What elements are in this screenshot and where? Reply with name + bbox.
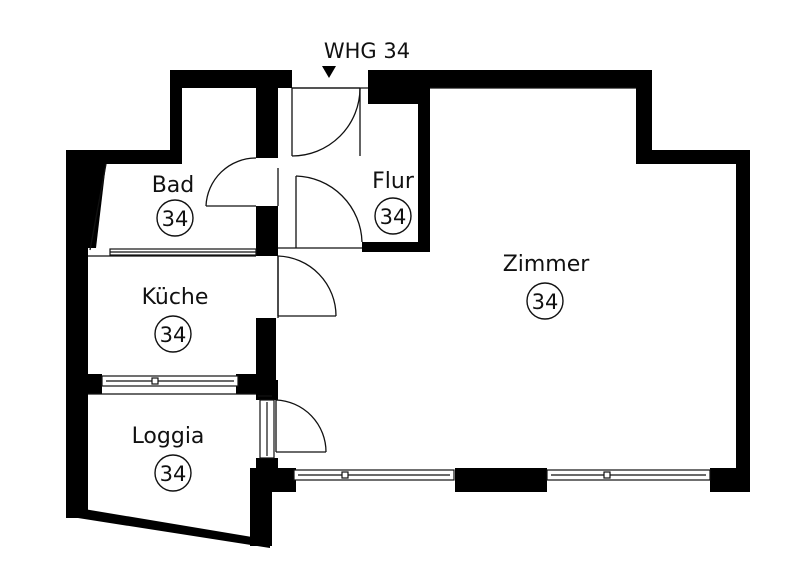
room-number-badge [526,282,564,320]
wall-segment [88,374,102,394]
wall-segment [736,150,750,492]
window [546,469,711,481]
room-number-badge [154,315,192,353]
room-number-kueche: 34 [160,323,187,347]
room-label-bad: Bad [152,173,195,198]
wall-segment [636,150,748,164]
room-label-flur: Flur [372,169,415,194]
kueche-door [277,255,337,317]
room-number-loggia: 34 [160,462,187,486]
shower-corner [88,163,107,251]
room-label-kueche: Küche [142,285,209,310]
unit-title: WHG 34 [324,39,410,63]
entrance-door [291,87,361,157]
room-label-loggia: Loggia [132,424,205,449]
wall-segment [710,468,750,492]
zimmer-door [295,175,363,248]
walls [66,70,750,548]
wall-segment [455,468,547,492]
room-number-badge [156,199,194,237]
wall-segment [418,88,430,250]
room-number-badge [154,454,192,492]
windows [101,248,711,481]
wall-segment [66,150,88,518]
wall-segment [256,206,278,256]
room-number-bad: 34 [162,207,189,231]
window [109,248,257,256]
room-number-zimmer: 34 [532,290,559,314]
room-number-flur: 34 [380,205,407,229]
wall-segment [368,70,650,88]
window [101,375,239,387]
bad-door [205,157,257,207]
wall-segment [256,70,278,158]
wall-segment [66,150,182,164]
window [293,469,455,481]
room-label-zimmer: Zimmer [503,252,591,277]
wall-segment [256,318,276,380]
window [259,399,275,459]
doors [205,87,363,453]
wall-segment [250,468,272,546]
wall-segment [78,508,270,548]
loggia-door [275,399,327,453]
wall-segment [362,242,430,252]
wall-segment [240,374,272,398]
wall-segment [170,70,182,162]
wall-segment [636,70,652,162]
entrance-arrow-icon [322,66,336,78]
room-number-badge [374,197,412,235]
